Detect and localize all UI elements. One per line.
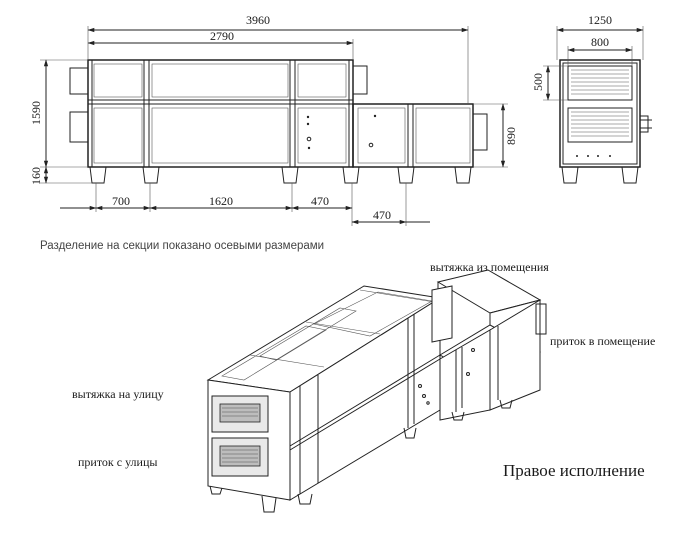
dim-leg-height: 160 [29, 167, 43, 185]
label-exhaust-from-room: вытяжка из помещения [430, 260, 549, 274]
side-elevation-view: 3960 2790 1590 160 890 700 1620 470 470 [29, 13, 518, 226]
dim-main-length: 2790 [210, 29, 234, 43]
label-exhaust-to-street: вытяжка на улицу [72, 387, 164, 401]
dim-overall-width: 1250 [588, 13, 612, 27]
section-note: Разделение на секции показано осевыми ра… [40, 240, 324, 252]
dim-seg-3: 470 [311, 194, 329, 208]
dim-damper-height: 500 [531, 73, 545, 91]
dim-overall-length: 3960 [246, 13, 270, 27]
main-body-outline [87, 59, 354, 168]
dim-rear-height: 890 [504, 127, 518, 145]
variant-title: Правое исполнение [503, 461, 645, 480]
label-supply-from-street: приток с улицы [78, 455, 157, 469]
dim-seg-4: 470 [373, 208, 391, 222]
dim-seg-1: 700 [112, 194, 130, 208]
dim-inner-width: 800 [591, 35, 609, 49]
dim-main-height: 1590 [29, 101, 43, 125]
end-elevation-view: 1250 800 500 [531, 13, 652, 184]
isometric-view: вытяжка из помещения приток в помещение … [72, 260, 655, 513]
label-supply-to-room: приток в помещение [550, 334, 655, 348]
dim-seg-2: 1620 [209, 194, 233, 208]
